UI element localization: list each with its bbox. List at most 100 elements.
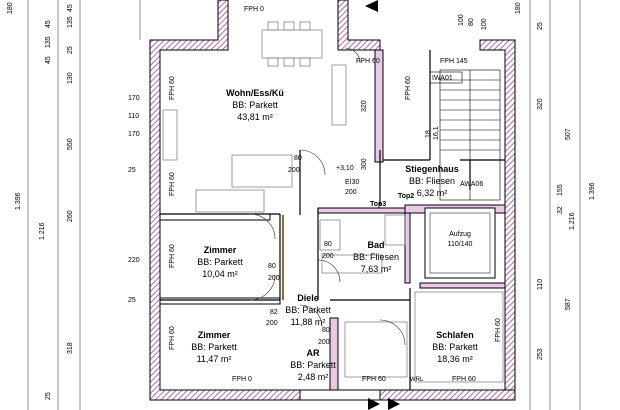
- room-area-zimmer2: 11,47 m²: [197, 354, 232, 364]
- dim-stair-1: 18: [425, 130, 432, 138]
- dim-200c: 200: [266, 320, 278, 327]
- awa-label: AWA06: [460, 181, 483, 188]
- dim-top-100: 100: [458, 14, 465, 26]
- room-floor-bad: BB: Fliesen: [353, 252, 399, 262]
- room-name-diele: Diele: [297, 293, 319, 303]
- ldo-4: 130: [67, 72, 74, 84]
- rd-11: 110: [537, 279, 544, 290]
- room-name-wohn: Wohn/Ess/Kü: [226, 88, 284, 98]
- rd-0: 180: [515, 2, 522, 14]
- td-5: 100: [481, 18, 488, 30]
- room-name-stiege: Stiegenhaus: [405, 164, 459, 174]
- fph-right: FPH 60: [495, 318, 502, 342]
- room-floor-schlafen: BB: Parkett: [432, 342, 478, 352]
- top-dimension-texts: 100: [481, 18, 488, 30]
- dim-top-80: 80: [468, 18, 475, 26]
- ldo-7: 550: [67, 138, 74, 150]
- wrl-note: WRL: [410, 377, 424, 383]
- ldo-8: 25: [45, 392, 52, 400]
- ldo-5: 1.396: [15, 192, 22, 210]
- fph-bottom-left: FPH 0: [232, 376, 252, 383]
- dim-200b: 200: [268, 275, 280, 282]
- fph-left-2: FPH 60: [169, 172, 176, 196]
- elevator: [424, 207, 496, 279]
- ldi-2: 25: [67, 46, 74, 54]
- dim-200ar: 200: [318, 339, 330, 346]
- dim-320: 320: [361, 100, 368, 112]
- ldo-3: 45: [45, 56, 52, 64]
- dim-stair-2: 16,1: [433, 126, 440, 140]
- room-name-zimmer1: Zimmer: [204, 245, 237, 255]
- fph-left-4: FPH 60: [169, 326, 176, 350]
- fph-left-1: FPH 60: [169, 76, 176, 100]
- right-dimension-lines: [529, 0, 581, 410]
- ldi-5: 110: [128, 113, 139, 120]
- ldi-0: 135: [67, 16, 74, 28]
- fph-stair-left: FPH 60: [356, 58, 380, 65]
- partition-lines: [160, 50, 505, 390]
- iwa-label: IWA01: [432, 75, 453, 82]
- room-floor-stiege: BB: Fliesen: [409, 176, 455, 186]
- fph-left-3: FPH 60: [169, 244, 176, 268]
- ldo-6: 1.216: [39, 222, 46, 240]
- ldo-1: 45: [45, 20, 52, 28]
- dim-80b: 80: [268, 263, 276, 270]
- room-name-ar: AR: [307, 348, 320, 358]
- room-floor-ar: BB: Parkett: [290, 360, 336, 370]
- room-area-bad: 7,63 m²: [361, 264, 392, 274]
- room-floor-zimmer1: BB: Parkett: [197, 257, 243, 267]
- annotations: IWA01 AWA06 Top3 Top2 EI30 200 +3,10 FPH…: [169, 6, 502, 383]
- rd-6: 507: [565, 128, 572, 140]
- ldi-1: 45: [67, 4, 74, 12]
- room-name-schlafen: Schlafen: [436, 330, 474, 340]
- room-area-wohn: 43,81 m²: [237, 112, 273, 122]
- room-floor-wohn: BB: Parkett: [232, 100, 278, 110]
- elevator-size: 110/140: [448, 241, 473, 248]
- stair: [439, 69, 501, 201]
- ei30-dim: 200: [345, 189, 357, 196]
- ldi-11: 220: [128, 257, 140, 264]
- fph-top: FPH 0: [244, 6, 264, 13]
- level-label: +3,10: [336, 165, 354, 172]
- ldi-6: 170: [128, 131, 140, 138]
- top2-label: Top2: [398, 193, 414, 200]
- dim-82: 82: [270, 309, 278, 316]
- doors: [249, 47, 406, 346]
- room-area-schlafen: 18,36 m²: [437, 354, 473, 364]
- ldi-4: 170: [128, 95, 140, 102]
- ei30-label: EI30: [345, 179, 360, 186]
- rd-1: 25: [537, 22, 544, 30]
- rd-14: 587: [565, 298, 572, 310]
- dim-80a: 80: [294, 155, 302, 162]
- left-dimension-texts: 180 45 135 45 130 1.396 1.216 550 25 135…: [7, 2, 140, 400]
- right-dimension-texts: 180 25 320 507 1.396 1.216 110 587 253 1…: [515, 2, 596, 360]
- elevator-name: Aufzug: [449, 231, 471, 238]
- top3-label: Top3: [370, 201, 386, 208]
- fph-stair-right: FPH 145: [440, 58, 468, 65]
- ldi-12: 25: [128, 297, 136, 304]
- ldo-0: 180: [7, 2, 14, 14]
- ldi-8: 25: [128, 167, 136, 174]
- room-area-stiege: 6,32 m²: [417, 188, 448, 198]
- fph-schlafen: FPH 60: [405, 76, 412, 100]
- rd-9: 1.396: [589, 182, 596, 200]
- room-area-diele: 11,88 m²: [291, 317, 326, 327]
- room-floor-diele: BB: Parkett: [285, 305, 331, 315]
- ldi-14: 318: [67, 342, 74, 354]
- section-markers: [365, 0, 400, 410]
- room-floor-zimmer2: BB: Parkett: [191, 342, 237, 352]
- dim-80bad: 80: [324, 241, 332, 248]
- room-name-zimmer2: Zimmer: [198, 330, 231, 340]
- room-area-ar: 2,48 m²: [298, 372, 329, 382]
- dim-300: 300: [361, 158, 368, 170]
- ldi-9: 260: [67, 210, 74, 222]
- fph-bottom-mid: FPH 60: [362, 376, 386, 383]
- furniture: [162, 21, 504, 383]
- rd-5: 320: [537, 98, 544, 110]
- rd-10: 1.216: [569, 212, 576, 230]
- left-dimension-lines: [27, 0, 141, 410]
- dim-200bad: 200: [322, 253, 334, 260]
- ldo-2: 135: [45, 36, 52, 48]
- rd-16: 253: [537, 348, 544, 360]
